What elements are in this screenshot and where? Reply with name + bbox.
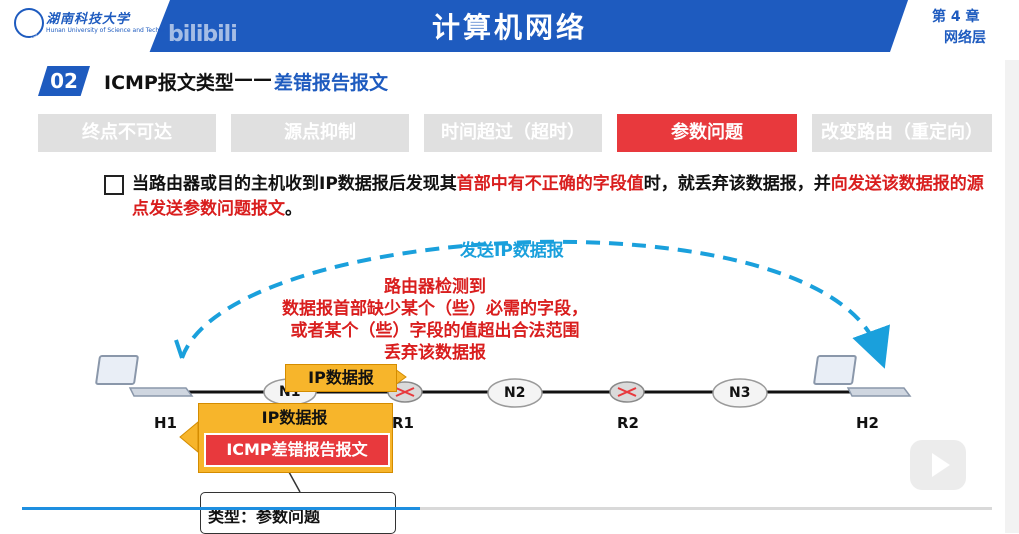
laptop-h1-icon <box>95 355 194 397</box>
description-paragraph: 当路由器或目的主机收到IP数据报后发现其首部中有不正确的字段值时，就丢弃该数据报… <box>132 172 992 222</box>
section-number: 02 <box>38 66 90 96</box>
section-title: ICMP报文类型 <box>104 72 234 94</box>
progress-track[interactable] <box>22 507 992 510</box>
section-subtitle: 差错报告报文 <box>274 72 389 94</box>
tab-redirect[interactable]: 改变路由（重定向） <box>812 114 992 152</box>
logo-text: 湖南科技大学 <box>46 12 131 27</box>
arc-start-cap <box>174 339 184 359</box>
icmp-arrow-tip <box>179 420 199 454</box>
label-r2: R2 <box>617 414 639 432</box>
side-scrollbar[interactable] <box>1005 60 1019 533</box>
header-bar <box>0 0 1019 52</box>
note-line-3: 或者某个（些）字段的值超出合法范围 <box>290 321 580 341</box>
label-h1: H1 <box>154 414 177 432</box>
tab-destination-unreachable[interactable]: 终点不可达 <box>38 114 216 152</box>
type-callout <box>200 492 396 534</box>
laptop-h2-icon <box>813 355 912 397</box>
icmp-error-box: ICMP差错报告报文 <box>204 433 390 467</box>
ip-packet-forward: IP数据报 <box>285 364 397 392</box>
note-line-1: 路由器检测到 <box>384 277 486 297</box>
bullet-checkbox-icon <box>104 175 124 195</box>
para-highlight-1: 首部中有不正确的字段值 <box>456 174 644 194</box>
para-highlight-2: 向发送该数据报的源点发送参数问题报文 <box>132 174 984 219</box>
progress-fill <box>22 507 420 510</box>
label-n3: N3 <box>729 385 751 401</box>
send-arc-arrow <box>180 239 890 369</box>
para-part-1: 当路由器或目的主机收到IP数据报后发现其 <box>132 174 457 194</box>
watermark: 湖科大教书匠 <box>30 33 114 49</box>
logo-english: Hunan University of Science and Technolo… <box>46 27 180 34</box>
section-dash: —— <box>234 68 272 90</box>
ip-packet-return-label: IP数据报 <box>261 408 328 427</box>
para-part-5: 。 <box>285 199 302 219</box>
play-icon <box>932 453 950 477</box>
chapter-number: 第 4 章 <box>932 9 980 25</box>
note-line-4: 丢弃该数据报 <box>384 343 486 363</box>
label-r1: R1 <box>392 414 414 432</box>
send-ip-label: 发送IP数据报 <box>460 241 564 261</box>
bilibili-logo: bilibili <box>168 22 238 47</box>
chapter-name: 网络层 <box>944 30 986 46</box>
cloud-n2-icon <box>487 378 543 408</box>
cloud-n3-icon <box>712 378 768 408</box>
router-r2-icon <box>609 381 645 403</box>
type-label: 类型：参数问题 <box>208 507 321 526</box>
note-line-2: 数据报首部缺少某个（些）必需的字段， <box>282 299 588 319</box>
label-n2: N2 <box>504 385 526 401</box>
chapter-badge <box>890 0 1019 52</box>
tab-source-quench[interactable]: 源点抑制 <box>231 114 409 152</box>
label-h2: H2 <box>856 414 879 432</box>
para-part-3: 时，就丢弃该数据报，并 <box>643 174 831 194</box>
university-seal-icon <box>14 8 44 38</box>
tab-time-exceeded[interactable]: 时间超过（超时） <box>424 114 602 152</box>
page-title: 计算机网络 <box>431 11 587 44</box>
tab-parameter-problem[interactable]: 参数问题 <box>617 114 797 152</box>
router-note: 路由器检测到 数据报首部缺少某个（些）必需的字段， 或者某个（些）字段的值超出合… <box>240 276 630 364</box>
